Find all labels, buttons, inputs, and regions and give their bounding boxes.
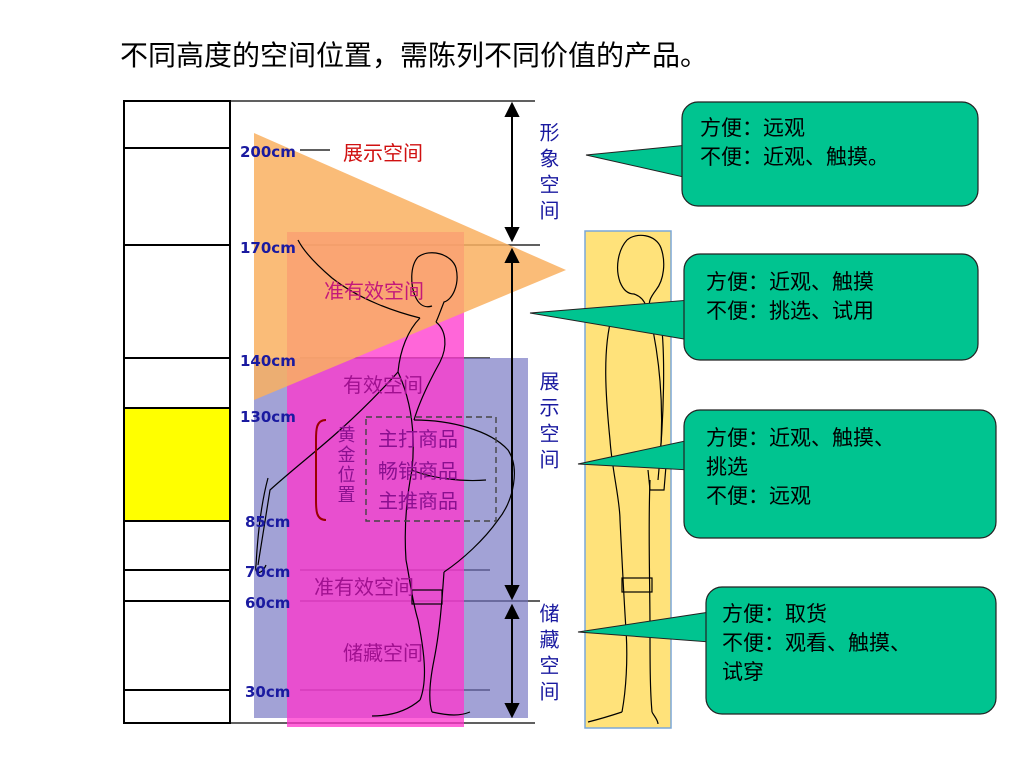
product-label-2: 畅销商品: [378, 459, 458, 483]
callout-4-line-2: 不便：观看、触摸、: [722, 631, 911, 655]
height-label-30: 30cm: [245, 683, 290, 701]
callout-1-line-1: 方便：远观: [700, 116, 805, 140]
zone-label-quasi-bottom: 准有效空间: [314, 575, 414, 599]
zone-label-display: 展示空间: [343, 141, 423, 165]
callout-4-box: [705, 586, 997, 715]
callout-3-line-1: 方便：近观、触摸、: [706, 426, 895, 450]
callout-1: 方便：远观 不便：近观、触摸。: [700, 114, 889, 172]
callout-3: 方便：近观、触摸、 挑选 不便：远观: [706, 424, 895, 511]
page-title: 不同高度的空间位置，需陈列不同价值的产品。: [120, 39, 709, 72]
height-label-60: 60cm: [245, 594, 290, 612]
golden-shelf: [124, 408, 230, 521]
height-label-170: 170cm: [240, 239, 296, 257]
callout-2-box: [683, 253, 979, 361]
shelf-unit: [123, 100, 231, 724]
product-label-1: 主打商品: [378, 427, 458, 451]
side-label-display: 展示空间: [536, 371, 560, 475]
golden-bracket: [315, 419, 327, 521]
callout-4-line-1: 方便：取货: [722, 602, 827, 626]
zone-label-storage: 储藏空间: [343, 641, 423, 665]
side-label-storage: 储藏空间: [536, 603, 560, 707]
height-labels: 200cm 170cm 140cm 130cm 85cm 70cm 60cm 3…: [240, 143, 296, 701]
callout-bodies: [681, 101, 997, 715]
callout-2-line-1: 方便：近观、触摸: [706, 270, 874, 294]
height-label-140: 140cm: [240, 352, 296, 370]
callout-4-line-3: 试穿: [722, 660, 764, 684]
callout-3-line-2: 挑选: [706, 455, 748, 479]
callout-1-box: [681, 101, 979, 207]
callout-pointers: [529, 144, 711, 643]
callout-3-box: [683, 409, 997, 539]
product-label-3: 主推商品: [378, 489, 458, 513]
zone-label-quasi-top: 准有效空间: [324, 279, 424, 303]
callout-2: 方便：近观、触摸 不便：挑选、试用: [706, 268, 874, 326]
golden-position-label: 黄金位置: [335, 425, 356, 505]
height-label-130: 130cm: [240, 408, 296, 426]
callout-3-line-3: 不便：远观: [706, 484, 811, 508]
callout-4: 方便：取货 不便：观看、触摸、 试穿: [722, 600, 911, 687]
side-label-image: 形象空间: [536, 122, 560, 226]
height-label-85: 85cm: [245, 513, 290, 531]
products-box: [365, 416, 497, 522]
callout-1-line-2: 不便：近观、触摸。: [700, 145, 889, 169]
display-triangle: [254, 133, 566, 400]
callout-2-line-2: 不便：挑选、试用: [706, 299, 874, 323]
height-label-200: 200cm: [240, 143, 296, 161]
height-label-70: 70cm: [245, 563, 290, 581]
vertical-arrows: [504, 101, 520, 719]
zone-label-effective: 有效空间: [343, 373, 423, 397]
crouching-figure: [255, 239, 515, 717]
